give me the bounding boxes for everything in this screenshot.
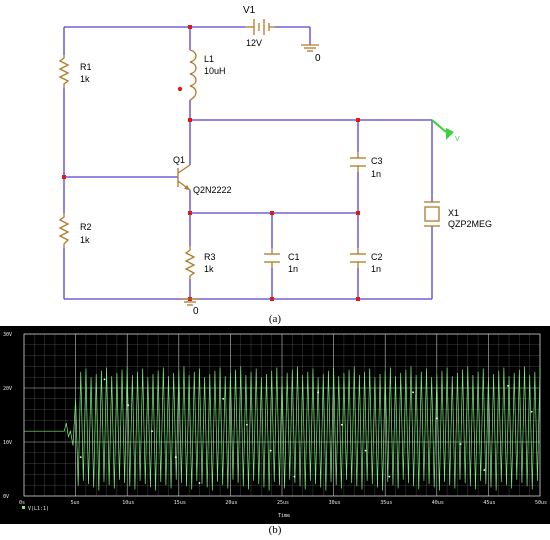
trace-marker bbox=[246, 423, 248, 426]
r3-value: 1k bbox=[204, 264, 214, 274]
x-tick-label: 25us bbox=[277, 500, 289, 506]
waveform-trace bbox=[24, 366, 541, 491]
r2-value: 1k bbox=[80, 235, 90, 245]
x-tick-label: 15us bbox=[174, 500, 186, 506]
trace-marker bbox=[222, 397, 225, 400]
r1-value: 1k bbox=[80, 74, 90, 84]
ground-symbol-bottom: 0 bbox=[181, 298, 199, 317]
c2-name: C2 bbox=[371, 252, 383, 262]
trace-marker bbox=[317, 391, 320, 394]
l1-name: L1 bbox=[204, 54, 214, 64]
x1-value: QZP2MEG bbox=[448, 219, 492, 229]
c2-value: 1n bbox=[371, 264, 381, 274]
inductor-l1: L1 10uH bbox=[189, 49, 226, 101]
trace-marker bbox=[151, 430, 153, 433]
x-tick-label: 0s bbox=[19, 500, 25, 506]
battery-v1: V1 12V bbox=[243, 5, 275, 48]
y-tick-label: 30V bbox=[3, 332, 12, 338]
oscillator-schematic: V1 12V 0 R1 1k R2 1k L1 10uH Q1 Q2N2222 … bbox=[58, 5, 492, 317]
trace-marker bbox=[388, 475, 391, 478]
y-tick-label: 10V bbox=[3, 440, 12, 446]
x-tick-label: 10us bbox=[122, 500, 134, 506]
c3-name: C3 bbox=[371, 156, 383, 166]
caption-a: (a) bbox=[268, 313, 282, 325]
c1-value: 1n bbox=[288, 264, 298, 274]
trace-marker bbox=[435, 417, 438, 420]
r1-name: R1 bbox=[80, 62, 92, 72]
x-tick-label: 45us bbox=[483, 500, 495, 506]
y-tick-label: 0V bbox=[3, 494, 9, 500]
capacitor-c3: C3 1n bbox=[350, 152, 383, 179]
v1-name: V1 bbox=[243, 5, 256, 16]
trace-marker bbox=[459, 443, 462, 446]
trace-marker bbox=[293, 475, 296, 478]
r3-name: R3 bbox=[204, 252, 216, 262]
trace-marker bbox=[412, 391, 414, 394]
waveform-path bbox=[24, 366, 541, 491]
x-tick-label: 35us bbox=[380, 500, 392, 506]
trace-marker bbox=[103, 378, 106, 381]
voltage-probe-marker: V bbox=[431, 119, 460, 143]
ground-bottom-label: 0 bbox=[193, 306, 199, 317]
probe-label: V bbox=[455, 136, 460, 143]
trace-marker bbox=[269, 449, 272, 452]
x1-name: X1 bbox=[448, 208, 459, 218]
resistor-r1: R1 1k bbox=[58, 55, 92, 88]
resistor-r3: R3 1k bbox=[184, 246, 216, 279]
q1-name: Q1 bbox=[173, 155, 185, 165]
v1-value: 12V bbox=[246, 38, 262, 48]
capacitor-c2: C2 1n bbox=[350, 248, 383, 274]
y-tick-label: 20V bbox=[3, 386, 12, 392]
transistor-q1: Q1 Q2N2222 bbox=[173, 155, 232, 195]
crystal-x1: X1 QZP2MEG bbox=[424, 201, 492, 229]
x-tick-label: 30us bbox=[329, 500, 341, 506]
c1-name: C1 bbox=[288, 252, 300, 262]
legend-label: V(L1:1) bbox=[28, 506, 49, 512]
x-tick-label: 5us bbox=[71, 500, 80, 506]
trace-marker bbox=[79, 456, 82, 459]
c3-value: 1n bbox=[371, 169, 381, 179]
trace-marker bbox=[127, 404, 130, 407]
capacitor-c1: C1 1n bbox=[264, 248, 300, 274]
ground-symbol-top: 0 bbox=[301, 44, 321, 64]
x-tick-label: 20us bbox=[225, 500, 237, 506]
trace-marker bbox=[364, 449, 367, 452]
ground-top-label: 0 bbox=[315, 53, 321, 64]
trace-marker bbox=[483, 469, 486, 471]
trace-marker bbox=[340, 423, 343, 426]
trace-marker bbox=[530, 410, 533, 413]
q1-value: Q2N2222 bbox=[193, 185, 232, 195]
x-axis-label: Time bbox=[278, 513, 290, 519]
trace-marker bbox=[174, 456, 177, 459]
r2-name: R2 bbox=[80, 222, 92, 232]
y-tick-labels: 30V 20V 10V 0V bbox=[3, 332, 12, 500]
x-tick-labels: 0s 5us 10us 15us 20us 25us 30us 35us 40us 45us 50u… bbox=[19, 500, 547, 506]
caption-b: (b) bbox=[268, 524, 282, 536]
oscilloscope-plot: 30V 20V 10V 0V 0s 5us 10us 15us 20us 25us 30us 35u… bbox=[0, 326, 550, 524]
plot-background bbox=[0, 326, 550, 524]
trace-marker bbox=[198, 482, 201, 484]
trace-marker bbox=[507, 384, 509, 387]
legend-swatch bbox=[22, 506, 25, 509]
x-tick-label: 50us bbox=[535, 500, 547, 506]
x-tick-label: 40us bbox=[432, 500, 444, 506]
resistor-r2: R2 1k bbox=[58, 213, 92, 248]
l1-value: 10uH bbox=[204, 66, 226, 76]
